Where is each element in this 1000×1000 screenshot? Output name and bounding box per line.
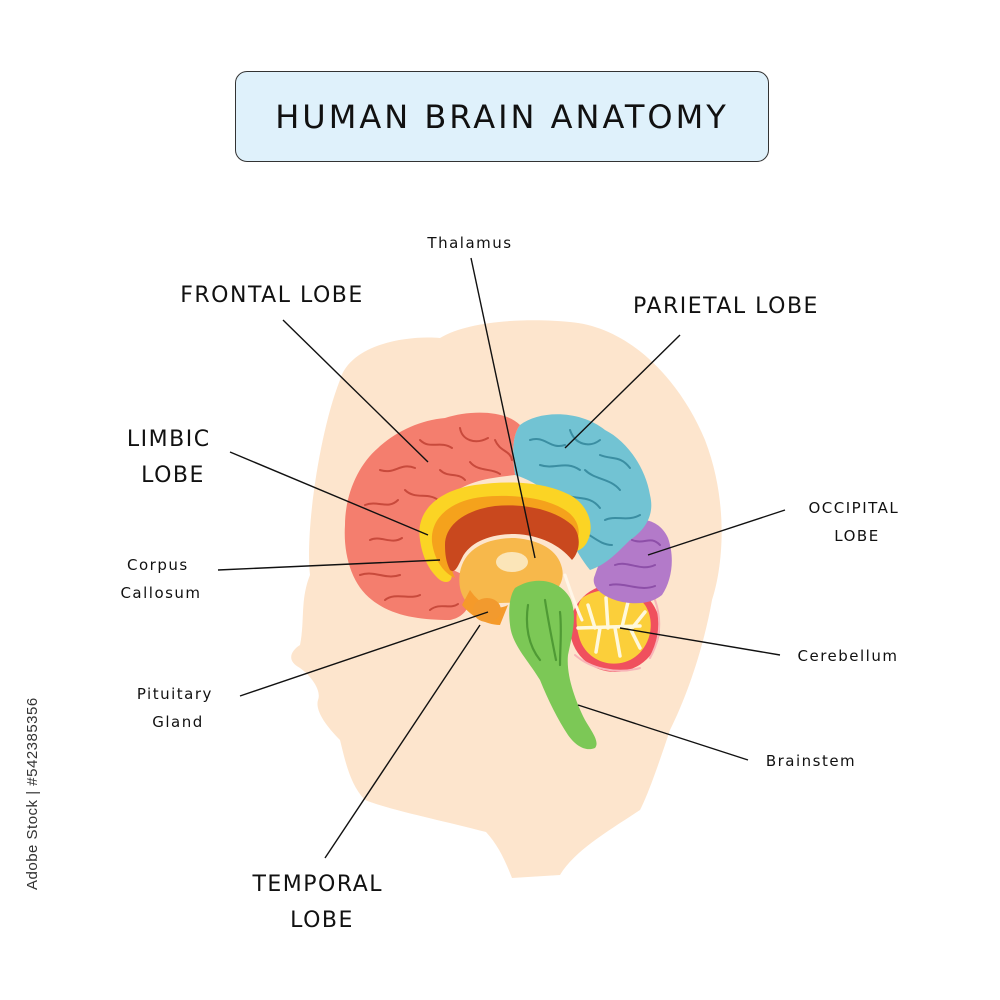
label-limbic-lobe-line1: LIMBIC [127, 427, 211, 452]
label-thalamus: Thalamus [426, 234, 512, 252]
pituitary-gland [473, 598, 501, 622]
aqueduct-line [563, 573, 584, 622]
label-temporal-lobe-line1: TEMPORAL [251, 872, 383, 897]
corpus-callosum [445, 505, 579, 572]
label-occipital-lobe-line2: LOBE [834, 527, 879, 545]
label-temporal-lobe-line2: LOBE [290, 908, 354, 933]
label-limbic-lobe-line2: LOBE [141, 463, 205, 488]
leader-cerebellum [619, 627, 781, 656]
leader-frontal-lobe [282, 319, 429, 463]
label-pituitary-gland-line2: Gland [152, 713, 204, 731]
leader-parietal-lobe [564, 334, 681, 449]
label-corpus-callosum-line2: Callosum [120, 584, 201, 602]
leader-pituitary-gland [239, 611, 489, 697]
label-corpus-callosum-line1: Corpus [127, 556, 189, 574]
leader-limbic-lobe [229, 451, 429, 536]
leader-lines [217, 257, 786, 859]
label-temporal-lobe: TEMPORAL LOBE [251, 872, 391, 933]
leader-brainstem [577, 704, 749, 761]
label-limbic-lobe: LIMBIC LOBE [127, 427, 219, 488]
cerebellum [570, 584, 661, 672]
label-cerebellum: Cerebellum [798, 647, 899, 665]
leader-thalamus [470, 257, 536, 559]
leader-occipital-lobe [647, 509, 786, 556]
brainstem [509, 580, 597, 750]
page-title: HUMAN BRAIN ANATOMY [275, 97, 729, 136]
leader-corpus-callosum [217, 559, 441, 571]
leader-temporal-lobe [324, 624, 481, 859]
label-parietal-lobe: PARIETAL LOBE [633, 294, 819, 319]
title-box: HUMAN BRAIN ANATOMY [235, 71, 769, 162]
parietal-lobe [513, 414, 652, 570]
label-pituitary-gland-line1: Pituitary [137, 685, 213, 703]
label-frontal-lobe: FRONTAL LOBE [180, 283, 364, 308]
label-pituitary-gland: Pituitary Gland [137, 685, 219, 731]
label-occipital-lobe-line1: OCCIPITAL [808, 499, 899, 517]
label-corpus-callosum: Corpus Callosum [120, 556, 201, 602]
stock-watermark-id: Adobe Stock | #542385356 [24, 697, 41, 890]
label-brainstem: Brainstem [766, 752, 856, 770]
label-occipital-lobe: OCCIPITAL LOBE [808, 499, 905, 545]
